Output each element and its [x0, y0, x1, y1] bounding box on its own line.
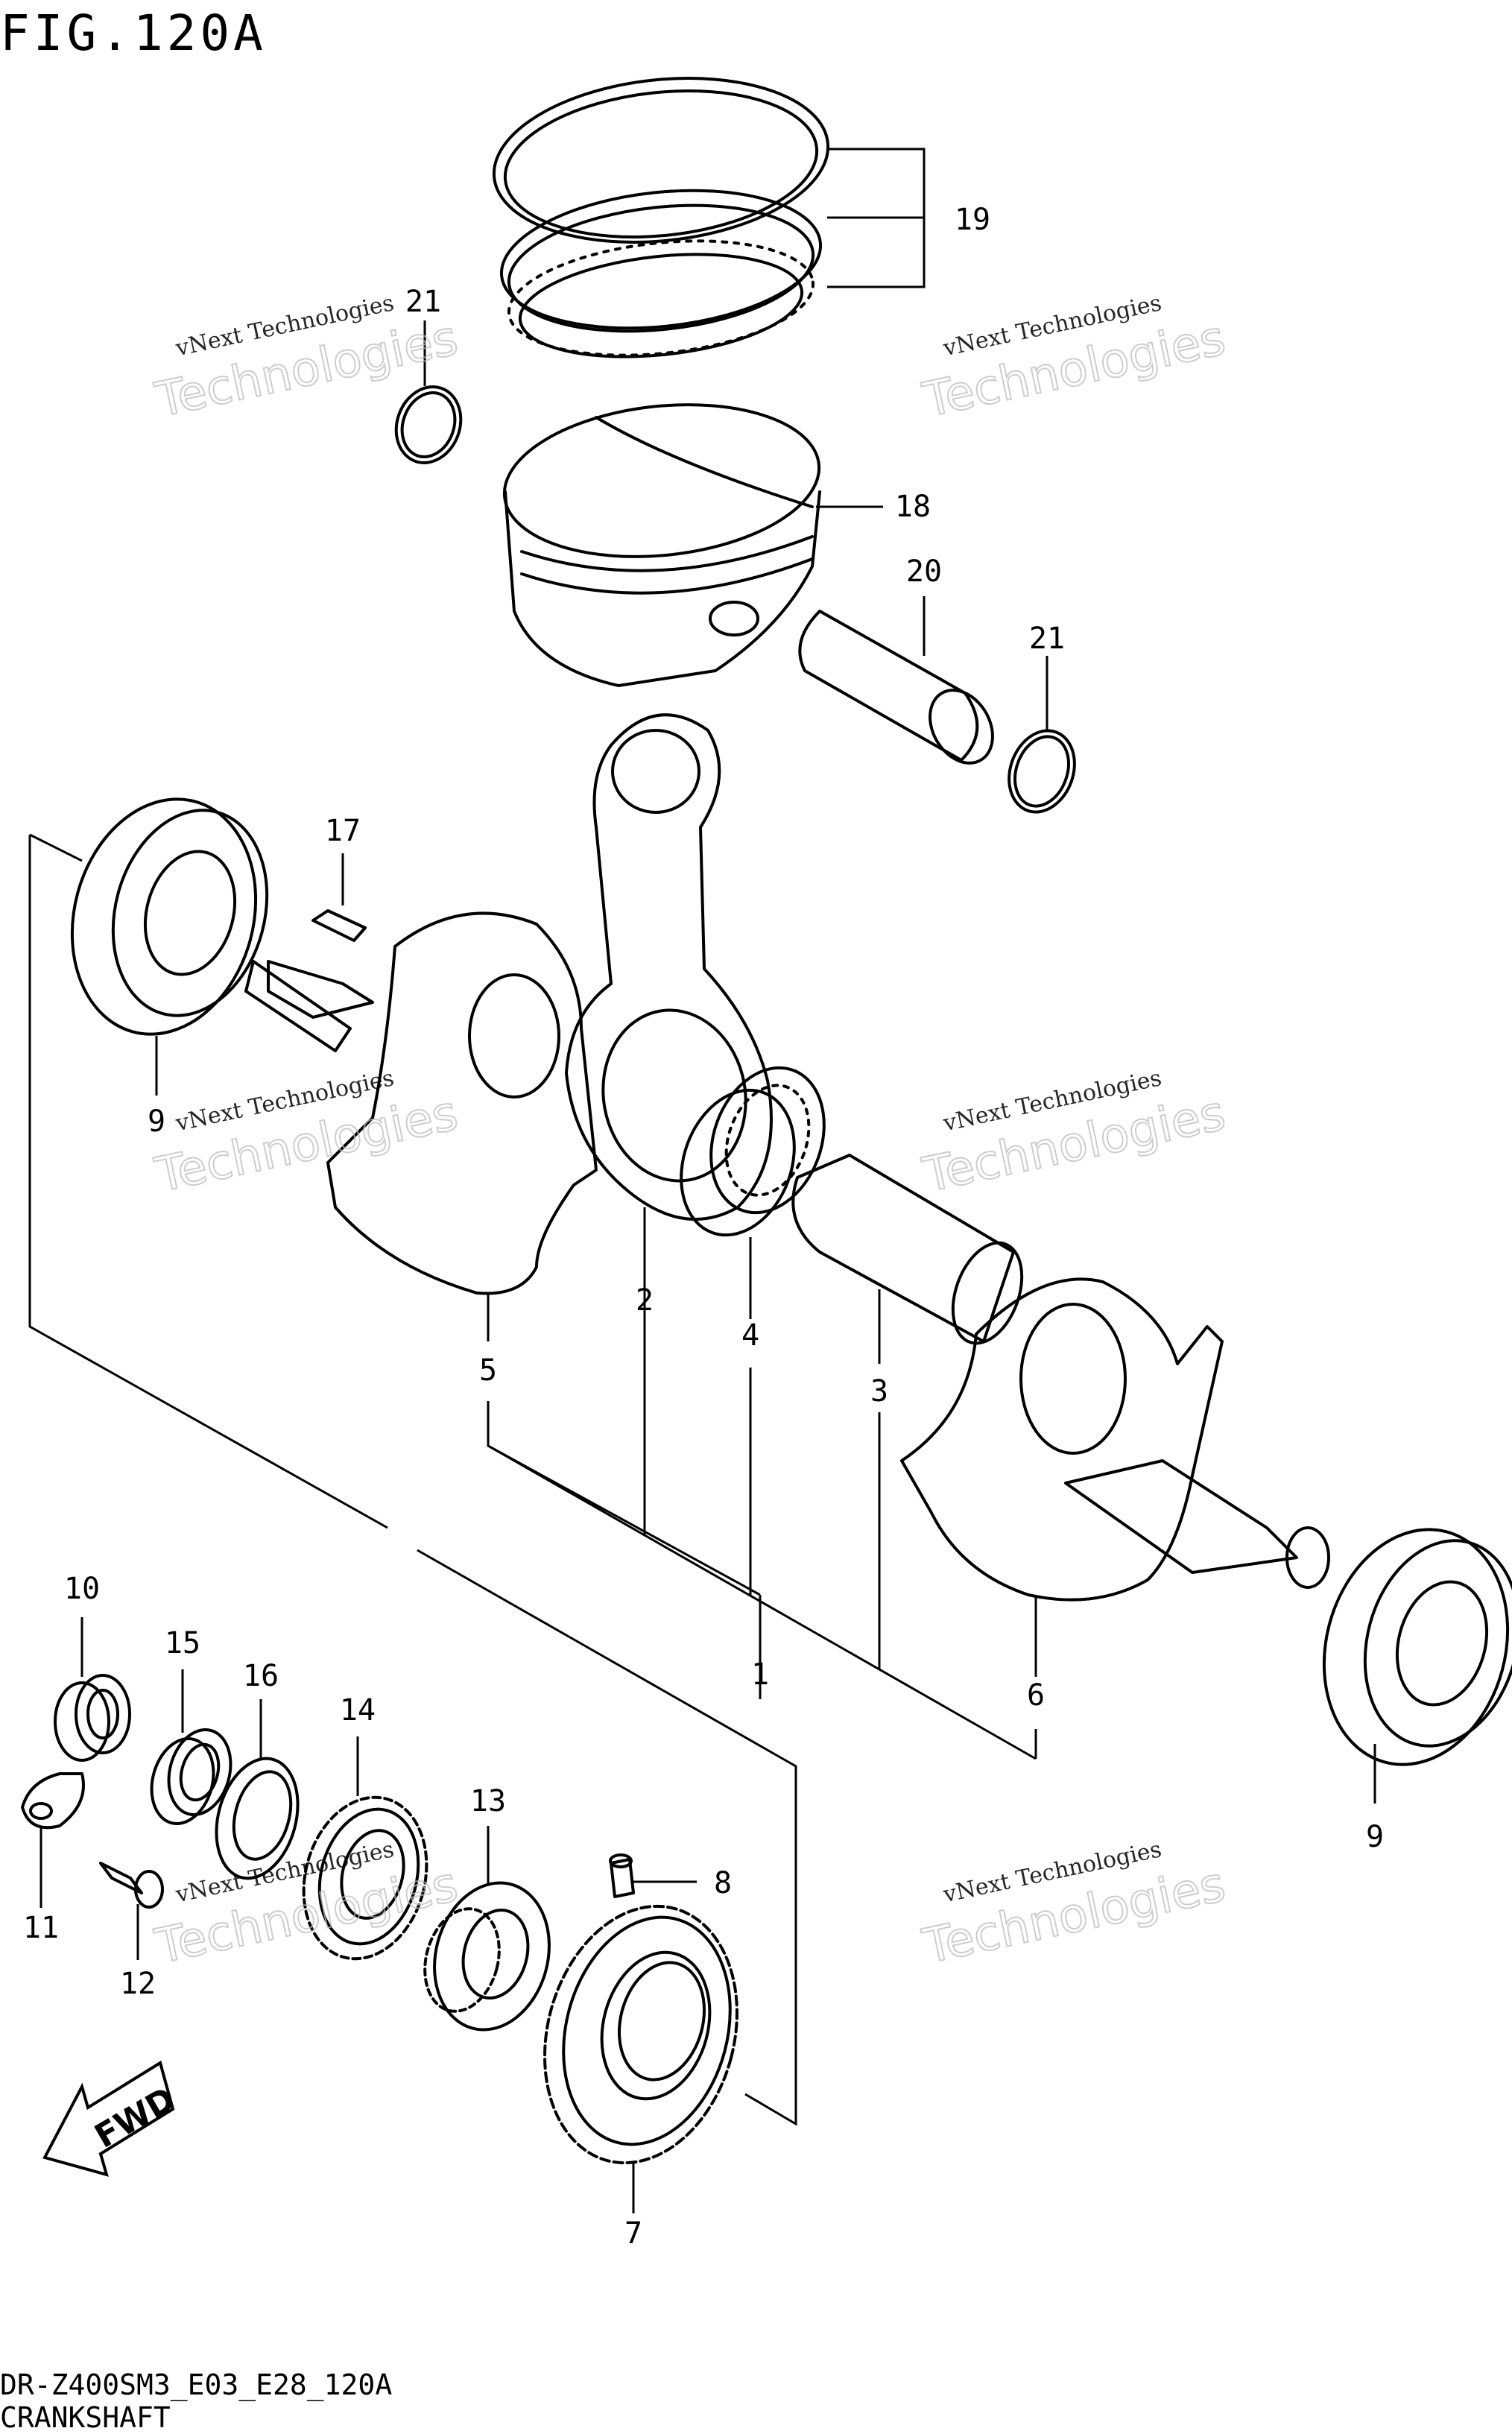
leader-5 — [487, 1293, 761, 1596]
plate — [21, 1772, 85, 1830]
callout-13: 13 — [470, 1784, 506, 1818]
piston-pin — [798, 610, 994, 765]
callout-20: 20 — [906, 554, 942, 589]
callout-5: 5 — [479, 1353, 497, 1388]
oil-seal — [54, 1674, 131, 1762]
primary-drive-gear — [543, 1904, 738, 2165]
piston-rings — [492, 77, 830, 358]
woodruff-key — [311, 909, 367, 942]
crank-pin — [791, 1154, 1024, 1345]
callout-9: 9 — [148, 1104, 165, 1139]
washer — [215, 1757, 300, 1880]
main-bearings — [70, 797, 1512, 1766]
collar — [423, 1881, 551, 2032]
callout-15: 15 — [165, 1626, 200, 1660]
callout-14: 14 — [340, 1693, 376, 1727]
section-name: CRANKSHAFT — [0, 2401, 171, 2434]
callout-21: 21 — [1029, 622, 1065, 656]
dowel-pin — [609, 1853, 635, 1898]
circlips — [394, 385, 1076, 814]
callout-21: 21 — [405, 285, 441, 319]
leader-1 — [487, 1444, 1037, 1760]
figure-title: FIG.120A — [0, 4, 267, 62]
callout-6: 6 — [1027, 1678, 1045, 1713]
screw — [99, 1862, 164, 1909]
model-code: DR-Z400SM3_E03_E28_120A — [0, 2368, 393, 2401]
bracket-frame — [28, 833, 797, 2126]
balancer-drive-gear — [302, 1795, 428, 1961]
callout-19: 19 — [955, 203, 990, 237]
right-crank-web — [900, 1277, 1330, 1602]
callout-8: 8 — [714, 1866, 732, 1900]
callout-3: 3 — [870, 1374, 888, 1409]
callout-18: 18 — [895, 490, 931, 524]
callout-16: 16 — [243, 1659, 279, 1693]
piston — [502, 403, 821, 687]
needle-bearing — [680, 1066, 826, 1237]
callout-2: 2 — [636, 1283, 654, 1318]
callout-9: 9 — [1366, 1820, 1384, 1854]
callout-11: 11 — [23, 1911, 59, 1945]
callout-17: 17 — [325, 814, 361, 848]
connecting-rod — [565, 713, 773, 1221]
callout-10: 10 — [64, 1572, 100, 1606]
leader-19 — [827, 148, 926, 288]
callout-1: 1 — [751, 1657, 769, 1692]
callout-7: 7 — [624, 2216, 642, 2251]
callout-4: 4 — [741, 1318, 759, 1353]
spacer — [150, 1728, 233, 1825]
left-crank-web — [244, 911, 598, 1295]
callout-12: 12 — [120, 1967, 156, 2001]
fwd-arrow-icon: FWD — [42, 2060, 182, 2177]
